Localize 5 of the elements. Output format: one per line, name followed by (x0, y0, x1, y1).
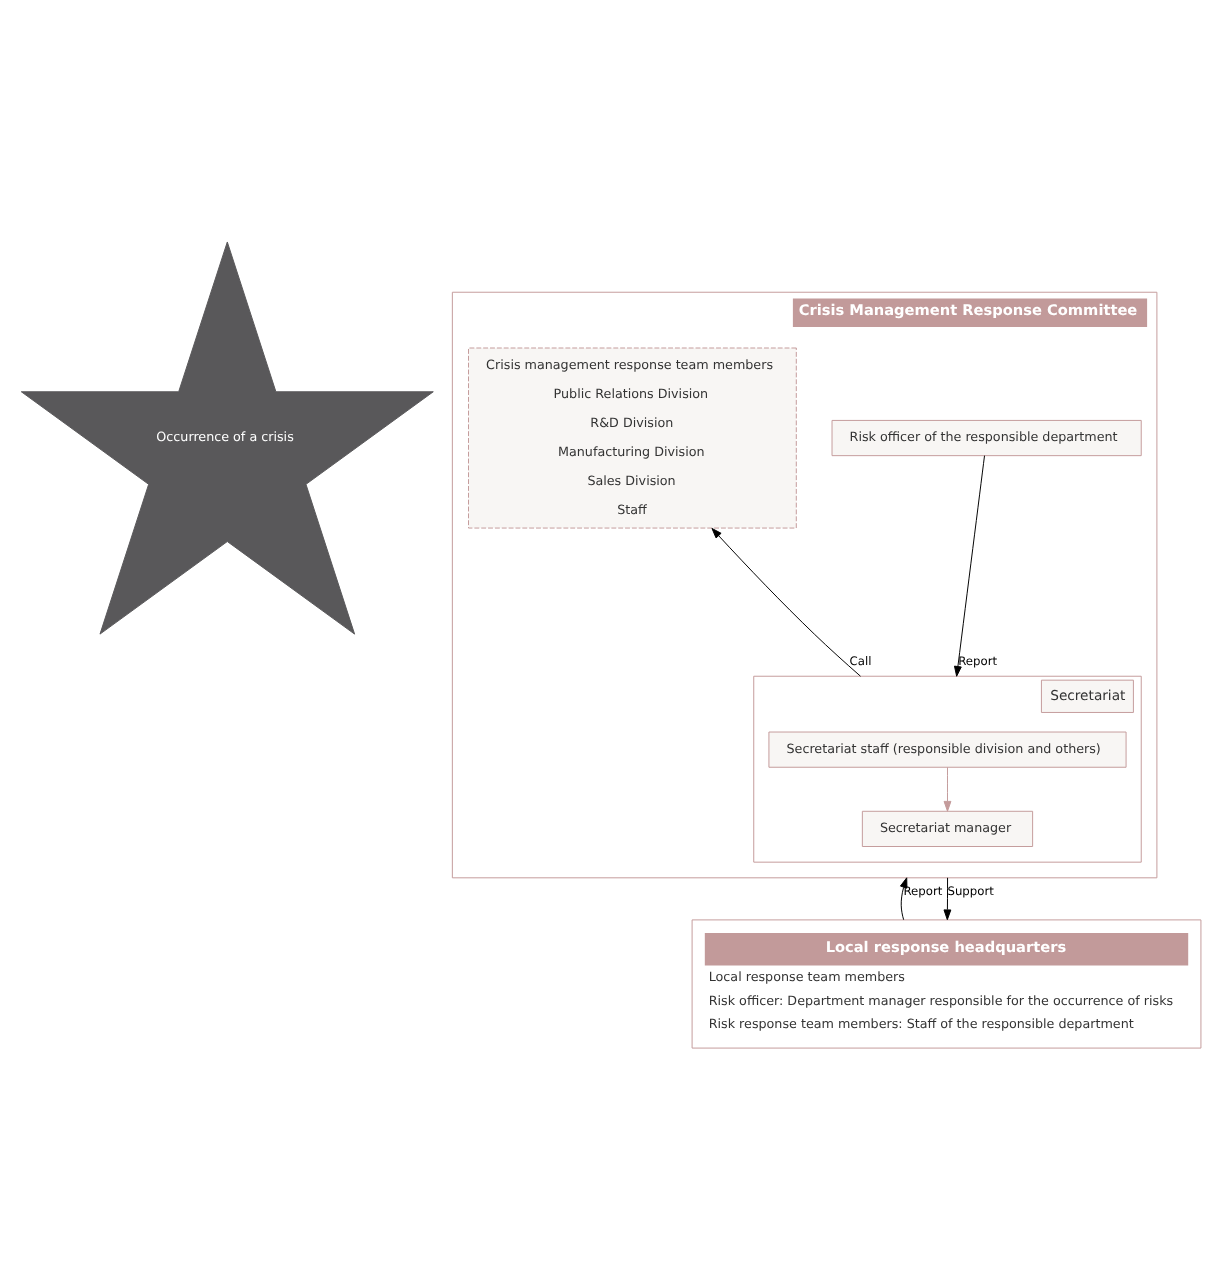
arrow (899, 876, 908, 920)
arrow (954, 454, 985, 676)
arrow (943, 765, 952, 811)
arrow (943, 876, 952, 920)
arrow (711, 526, 861, 676)
